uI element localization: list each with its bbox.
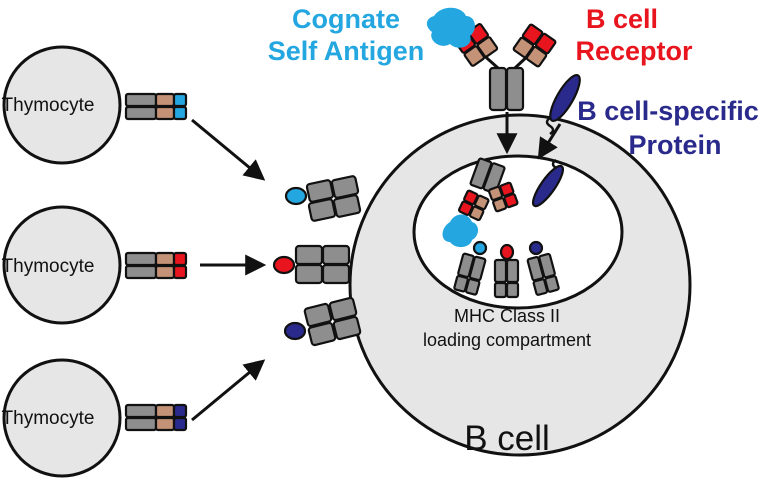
internalized-antigen-blob (442, 214, 478, 248)
bcr-label-line2: Receptor (575, 36, 693, 66)
surface-mhc-cyan (284, 175, 362, 222)
thymocyte-3: Thymocyte (2, 358, 188, 478)
cognate-label-line1: Cognate (292, 4, 400, 34)
bprotein-label-line1: B cell-specific (577, 96, 759, 126)
surface-mhc-red (272, 244, 351, 285)
mhc-loaded-cyan (453, 240, 488, 296)
mhc-loaded-navy (526, 240, 560, 296)
tcr-receptor (124, 251, 188, 280)
internalized-protein (531, 158, 565, 208)
cyan-peptide (284, 186, 308, 206)
surface-mhc-navy (283, 296, 362, 347)
thymocyte-1: Thymocyte (2, 45, 188, 165)
tcr-receptor (124, 92, 188, 121)
tcr-receptor (124, 403, 188, 432)
b-cell-specific-protein (545, 74, 581, 136)
b-cell-label: B cell (464, 419, 550, 458)
thymocyte-label: Thymocyte (2, 408, 95, 429)
mhc-label-line1: MHC Class II (454, 306, 560, 326)
thymocyte-label: Thymocyte (2, 95, 95, 116)
arrow-1 (191, 118, 266, 181)
b-cell-receptor (454, 23, 557, 112)
internalize-arrow-right (537, 123, 562, 160)
internalized-receptor (458, 157, 519, 222)
mhc-loaded-red (493, 243, 520, 299)
thymocyte-label: Thymocyte (2, 256, 95, 277)
red-peptide (272, 255, 296, 275)
mhc-label-line2: loading compartment (423, 330, 591, 350)
bcr-label-line1: B cell (586, 4, 658, 34)
navy-peptide (283, 321, 307, 341)
thymocyte-2: Thymocyte (2, 205, 188, 325)
arrow-3 (191, 359, 266, 422)
cognate-label-line2: Self Antigen (268, 36, 425, 66)
cognate-antigen-blob (426, 7, 475, 48)
bprotein-label-line2: Protein (628, 130, 721, 160)
